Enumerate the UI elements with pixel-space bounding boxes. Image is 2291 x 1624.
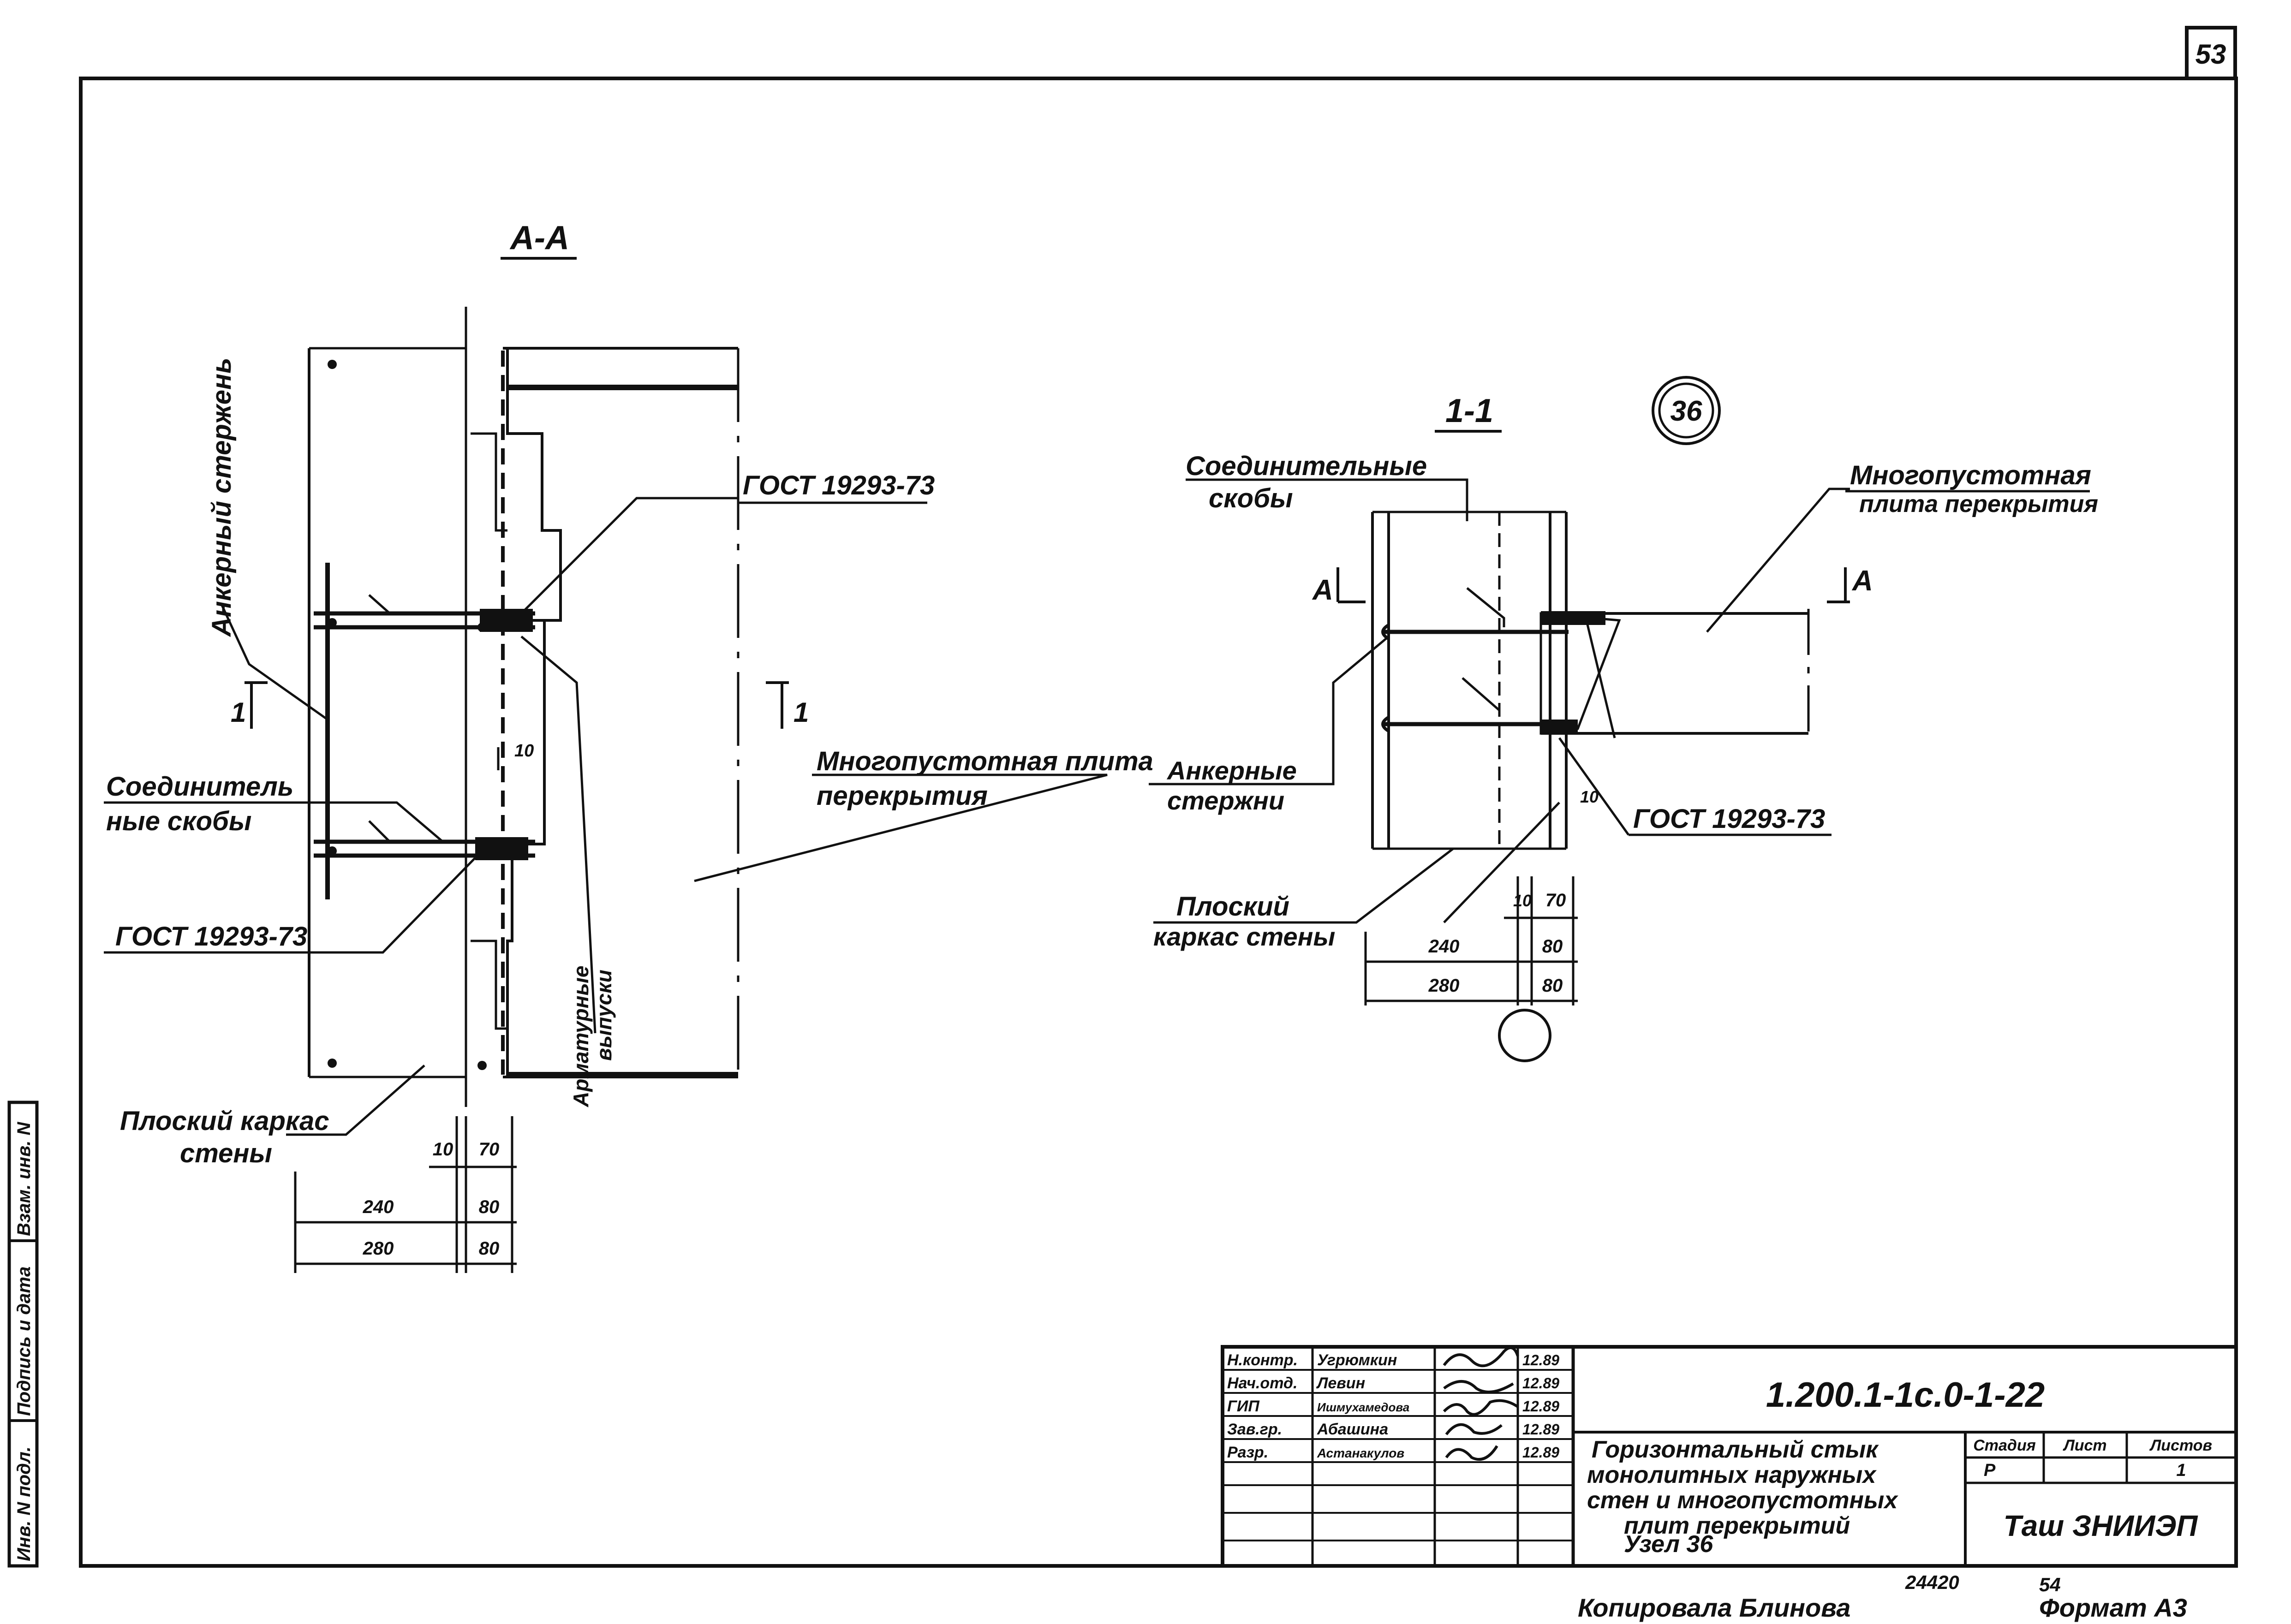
drawing-title-line-2: монолитных наружных: [1587, 1462, 1877, 1488]
s11-dim-80b: 80: [1542, 976, 1563, 996]
s11-dim-10: 10: [1513, 891, 1532, 910]
aa-frame-label-1: Плоский каркас: [120, 1106, 329, 1136]
aa-connecting-brackets-label-2: ные скобы: [106, 806, 251, 836]
sig-date-2: 12.89: [1522, 1375, 1559, 1392]
s11-cut-right: А: [1851, 565, 1873, 597]
aa-dim-80a: 80: [479, 1197, 500, 1217]
s11-dim-240: 240: [1428, 936, 1460, 957]
s11-slab-label-1: Многопустотная: [1850, 460, 2091, 490]
title-block: Н.контр. Угрюмкин 12.89 Нач.отд. Левин 1…: [1221, 1345, 2238, 1568]
s11-connecting-brackets-label-1: Соединительные: [1186, 451, 1427, 481]
side-stamp: Взам. инв. N Подпись и дата Инв. N подл.: [7, 1101, 39, 1568]
stage-header: Стадия: [1973, 1437, 2036, 1454]
sheets-value: 1: [2176, 1461, 2186, 1480]
footer-number-b: 54: [2039, 1574, 2061, 1595]
section-11-title: 1-1: [1445, 393, 1493, 429]
footer-number-a: 24420: [1905, 1571, 1959, 1593]
aa-connecting-brackets-label-1: Соединитель: [106, 772, 293, 802]
s11-dimensions: 10 70 240 80 280 80: [1364, 876, 1578, 1062]
s11-dim-10-inner: 10: [1580, 787, 1599, 806]
footer-format: Формат А3: [2039, 1593, 2187, 1622]
sig-role-4: Зав.гр.: [1227, 1421, 1282, 1438]
sheet-frame: 53: [79, 26, 2238, 1568]
s11-dim-280: 280: [1428, 976, 1460, 996]
aa-gost-bottom-label: ГОСТ 19293-73: [115, 922, 307, 952]
sig-name-5: Астанакулов: [1317, 1446, 1404, 1460]
s11-frame-label-2: каркас стены: [1153, 922, 1335, 951]
s11-cut-left: А: [1312, 574, 1333, 606]
side-stamp-podpis-data: Подпись и дата: [14, 1267, 34, 1416]
s11-dim-80a: 80: [1542, 936, 1563, 957]
aa-dim-10: 10: [433, 1139, 453, 1160]
aa-cut-left: 1: [231, 697, 246, 728]
aa-slab-label-2: перекрытия: [817, 781, 988, 811]
sig-name-2: Левин: [1316, 1374, 1365, 1392]
aa-dim-280: 280: [363, 1238, 394, 1259]
stage-value: Р: [1984, 1461, 1996, 1480]
sig-date-1: 12.89: [1522, 1352, 1559, 1368]
footer: 24420 54 Копировала Блинова Формат А3: [1578, 1571, 2187, 1622]
sheet-header: Лист: [2062, 1437, 2106, 1454]
s11-connecting-brackets-label-2: скобы: [1209, 483, 1293, 513]
drawing-title-line-3: стен и многопустотных: [1587, 1487, 1898, 1514]
drawing-title-line-5: Узел 36: [1624, 1531, 1713, 1558]
aa-anchor-rod-label: Анкерный стержень: [207, 357, 237, 637]
handwritten-signatures: [1443, 1346, 1519, 1461]
section-aa-title: А-А: [509, 220, 569, 256]
sig-name-3: Ишмухамедова: [1317, 1400, 1409, 1414]
node-number: 36: [1671, 395, 1702, 427]
section-aa: А-А: [104, 220, 1153, 1273]
s11-frame-label-1: Плоский: [1176, 892, 1289, 922]
aa-slab-label-1: Многопустотная плита: [817, 746, 1153, 776]
aa-dim-80b: 80: [479, 1238, 500, 1259]
footer-copied-by: Копировала Блинова: [1578, 1593, 1850, 1622]
aa-gost-top-label: ГОСТ 19293-73: [743, 470, 935, 500]
drawing-designation: 1.200.1-1с.0-1-22: [1766, 1375, 2045, 1415]
sig-role-1: Н.контр.: [1227, 1351, 1298, 1369]
drawing-title-line-1: Горизонтальный стык: [1592, 1436, 1879, 1463]
aa-frame-label-2: стены: [180, 1138, 272, 1168]
sig-role-2: Нач.отд.: [1227, 1374, 1297, 1392]
s11-gost-label: ГОСТ 19293-73: [1633, 804, 1825, 834]
aa-dim-10-inner: 10: [514, 741, 534, 761]
sig-role-5: Разр.: [1227, 1444, 1268, 1461]
s11-anchor-rods-label-2: стержни: [1167, 786, 1284, 815]
sig-date-5: 12.89: [1522, 1444, 1559, 1461]
side-stamp-inv-podl: Инв. N подл.: [14, 1446, 34, 1561]
s11-dim-70: 70: [1545, 890, 1566, 910]
aa-dimensions: 10 70 240 80 280 80: [294, 1116, 517, 1273]
drawing-title-line-4: плит перекрытий: [1624, 1512, 1850, 1539]
sig-name-1: Угрюмкин: [1317, 1351, 1397, 1369]
sig-role-3: ГИП: [1227, 1398, 1260, 1415]
s11-slab-label-2: плита перекрытия: [1859, 491, 2098, 518]
section-11: 1-1 36: [1149, 376, 2098, 1062]
page-number: 53: [2196, 39, 2226, 70]
sig-date-4: 12.89: [1522, 1421, 1559, 1438]
aa-rebar-outlets-label-1: Арматурные: [569, 966, 593, 1107]
sig-name-4: Абашина: [1317, 1421, 1388, 1438]
aa-dim-70: 70: [479, 1139, 500, 1160]
aa-rebar-outlets-label-2: выпуски: [592, 970, 616, 1061]
aa-cut-right: 1: [793, 697, 809, 728]
organization: Таш ЗНИИЭП: [2004, 1509, 2199, 1542]
sig-date-3: 12.89: [1522, 1398, 1559, 1415]
side-stamp-vzam-inv: Взам. инв. N: [14, 1122, 34, 1236]
sheets-header: Листов: [2149, 1437, 2212, 1454]
aa-dim-240: 240: [363, 1197, 394, 1217]
s11-anchor-rods-label-1: Анкерные: [1166, 756, 1297, 785]
